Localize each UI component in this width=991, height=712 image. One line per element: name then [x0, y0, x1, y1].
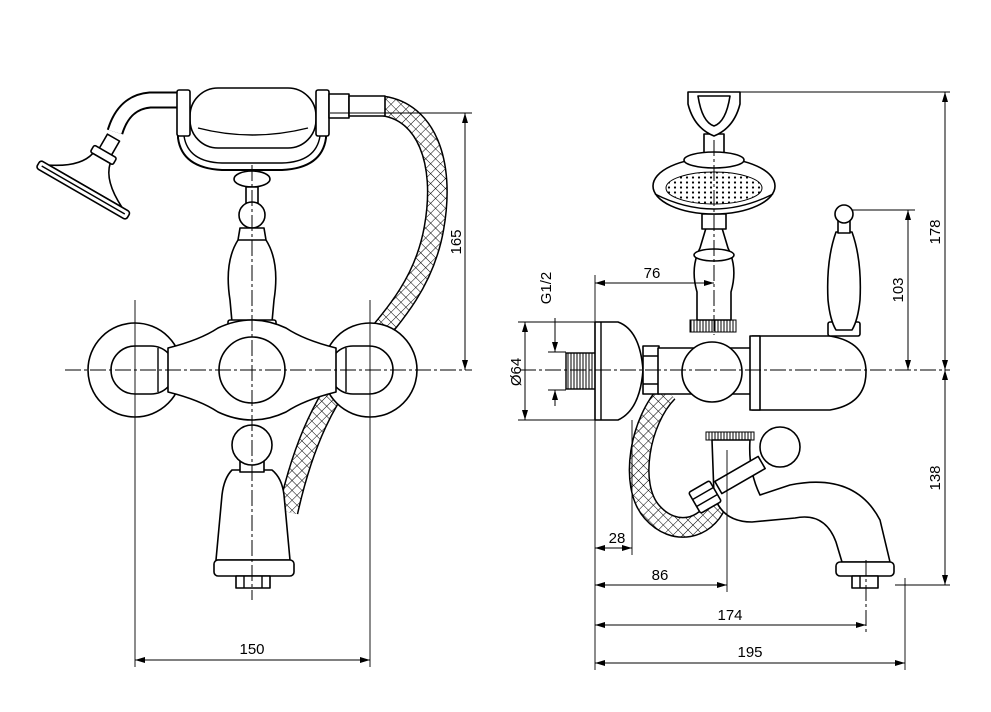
side-mixer-body [657, 335, 867, 411]
dimension-lever-height: 103 [890, 210, 911, 370]
dim-label-thread: G1/2 [538, 272, 555, 305]
spout [213, 424, 295, 589]
dim-label-overall-height: 178 [927, 219, 944, 244]
wall-connection [565, 321, 660, 421]
dimension-height-to-handset: 165 [448, 113, 468, 370]
shower-hose [277, 95, 448, 515]
wall-hook [687, 91, 741, 137]
side-shower-hose [628, 384, 726, 538]
dimension-thread: G1/2 [538, 272, 558, 406]
dimension-to-handset-axis: 76 [595, 265, 714, 286]
side-view: G1/2 Ø64 76 28 86 174 195 103 [508, 91, 950, 670]
hose-nut [688, 480, 722, 514]
dimension-overall-depth: 195 [595, 644, 905, 666]
shower-head [36, 133, 131, 220]
wall-plate [594, 321, 644, 421]
dimension-to-diverter-axis: 86 [595, 567, 727, 588]
handset-tube [106, 91, 180, 135]
front-centerlines [65, 112, 472, 667]
side-diverter-knob [759, 426, 801, 468]
dim-label-height-to-handset: 165 [448, 229, 465, 254]
side-spout [705, 431, 895, 589]
dim-label-to-spout-outlet: 174 [717, 607, 742, 624]
front-view: 150 165 [36, 87, 472, 667]
dim-label-overall-depth: 195 [737, 644, 762, 661]
dim-label-spout-height: 138 [927, 465, 944, 490]
handset [176, 87, 386, 149]
dimension-wall-plate-depth: 28 [595, 530, 632, 551]
dim-label-lever-height: 103 [890, 277, 907, 302]
dim-label-to-handset-axis: 76 [644, 265, 661, 282]
dim-label-handle-centres: 150 [239, 641, 264, 658]
dim-label-to-diverter-axis: 86 [652, 567, 669, 584]
side-shower-head [652, 133, 776, 215]
dim-label-wall-plate: Ø64 [508, 358, 525, 386]
dimension-handle-centres: 150 [135, 641, 370, 663]
side-cradle-column [689, 213, 737, 333]
dim-label-wall-plate-depth: 28 [609, 530, 626, 547]
dimension-overall-height: 178 [927, 92, 948, 370]
threaded-inlet [565, 352, 597, 390]
dimension-wall-plate: Ø64 [508, 322, 528, 420]
dimension-to-spout-outlet: 174 [595, 607, 866, 628]
dimension-spout-height: 138 [927, 370, 948, 585]
lever-handle [826, 204, 862, 337]
side-centerlines [518, 91, 950, 670]
